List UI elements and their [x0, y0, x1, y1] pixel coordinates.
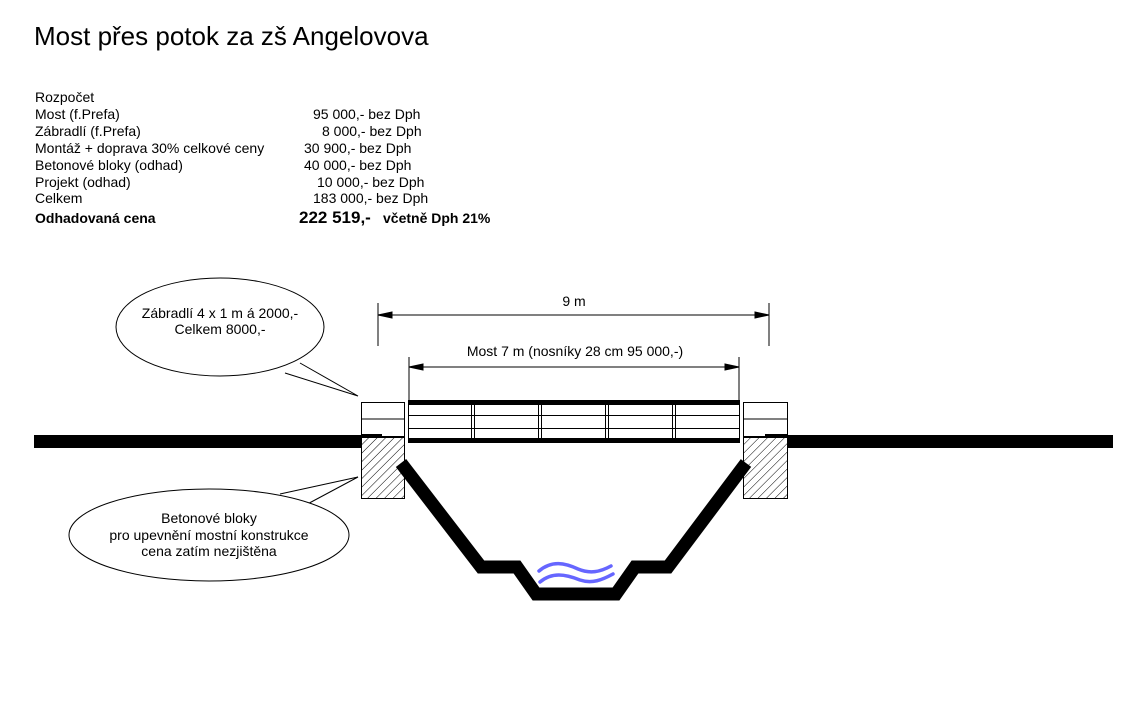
callout-text: cena zatím nezjištěna: [141, 543, 277, 559]
budget-row-label: Betonové bloky (odhad): [35, 157, 183, 173]
callout-blocks: Betonové bloky pro upevnění mostní konst…: [68, 476, 359, 582]
total-note: včetně Dph 21%: [383, 210, 491, 226]
abutment-left: [361, 402, 405, 499]
budget-row-value: 8 000,- bez Dph: [322, 123, 422, 139]
budget-row-value: 30 900,- bez Dph: [304, 140, 411, 156]
total-amount: 222 519,-: [299, 208, 371, 227]
budget-table: Rozpočet Most (f.Prefa) 95 000,- bez Dph…: [35, 89, 491, 227]
budget-row-label: Most (f.Prefa): [35, 106, 120, 122]
page-title: Most přes potok za zš Angelovova: [34, 21, 429, 51]
budget-row-label: Montáž + doprava 30% celkové ceny: [35, 140, 264, 156]
dimension-total: [377, 303, 770, 346]
total-label: Odhadovaná cena: [35, 210, 156, 226]
ground-left: [34, 435, 361, 448]
callout-text: Zábradlí 4 x 1 m á 2000,-: [142, 305, 299, 321]
budget-row-label: Zábradlí (f.Prefa): [35, 123, 141, 139]
budget-row-label: Projekt (odhad): [35, 174, 131, 190]
budget-row-value: 40 000,- bez Dph: [304, 157, 411, 173]
callout-text: Betonové bloky: [161, 510, 257, 526]
dimension-total-label: 9 m: [562, 293, 585, 309]
budget-row-value: 10 000,- bez Dph: [317, 174, 424, 190]
callout-text: pro upevnění mostní konstrukce: [109, 527, 308, 543]
budget-heading: Rozpočet: [35, 89, 94, 105]
budget-row-label: Celkem: [35, 190, 82, 206]
dimension-bridge: [408, 357, 740, 400]
abutment-right: [743, 402, 788, 499]
stream-channel: [395, 459, 752, 601]
water-waves-icon: [537, 561, 615, 584]
budget-row-value: 95 000,- bez Dph: [313, 106, 420, 122]
callout-text: Celkem 8000,-: [174, 321, 265, 337]
callout-railing: Zábradlí 4 x 1 m á 2000,- Celkem 8000,-: [115, 277, 359, 397]
budget-row-value: 183 000,- bez Dph: [313, 190, 428, 206]
dimension-bridge-label: Most 7 m (nosníky 28 cm 95 000,-): [467, 343, 683, 359]
ground-right: [787, 435, 1113, 448]
bridge-deck: [408, 400, 740, 443]
